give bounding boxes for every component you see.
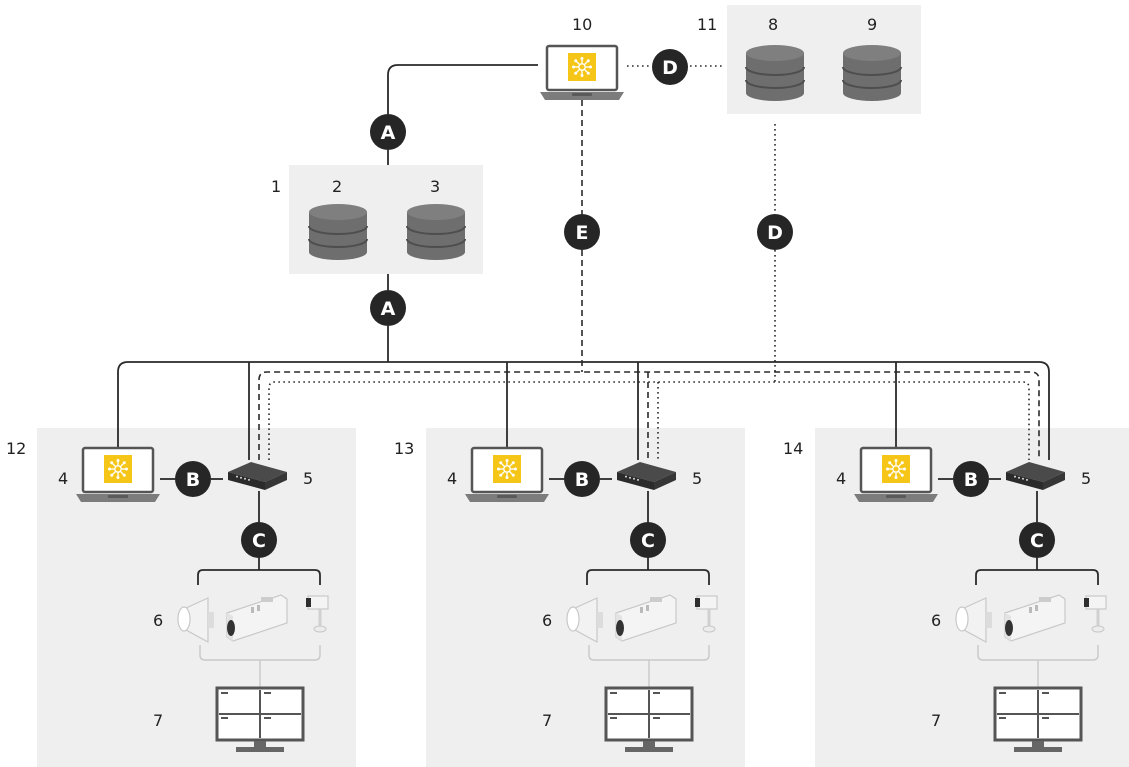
label-5: 5 [1081, 469, 1091, 488]
label-7: 7 [931, 711, 941, 730]
line-a-top [387, 64, 538, 114]
bus-solid [117, 361, 1050, 460]
label-4: 4 [58, 469, 68, 488]
bus-dashed [258, 371, 1040, 460]
label-8: 8 [768, 15, 778, 34]
label-5: 5 [303, 469, 313, 488]
badge-b: B [964, 469, 978, 491]
label-7: 7 [542, 711, 552, 730]
label-2: 2 [332, 177, 342, 196]
badge-a-bottom: A [370, 290, 406, 326]
label-6: 6 [931, 611, 941, 630]
label-9: 9 [867, 15, 877, 34]
label-6: 6 [542, 611, 552, 630]
database-icon-8 [745, 44, 805, 102]
label-5: 5 [692, 469, 702, 488]
label-11: 11 [697, 15, 717, 34]
management-laptop-icon [538, 44, 626, 102]
badge-b: B [186, 469, 200, 491]
site-14: 14 4 B 5 C 6 7 [783, 439, 1108, 754]
label-7: 7 [153, 711, 163, 730]
bus-dotted [268, 381, 1030, 460]
label-3: 3 [430, 177, 440, 196]
svg-text:D: D [662, 57, 678, 79]
site-13: 13 4 B 5 C 6 7 [394, 439, 719, 754]
badge-d-top: D [652, 49, 688, 85]
label-4: 4 [447, 469, 457, 488]
label-6: 6 [153, 611, 163, 630]
database-icon-3 [406, 203, 466, 261]
connection-lines [117, 64, 1050, 460]
badge-b: B [575, 469, 589, 491]
label-13: 13 [394, 439, 414, 458]
label-10: 10 [572, 15, 592, 34]
svg-text:A: A [381, 298, 396, 320]
badge-a-top: A [370, 114, 406, 150]
badge-d-middle: D [757, 214, 793, 250]
label-4: 4 [836, 469, 846, 488]
svg-text:E: E [576, 222, 589, 244]
database-icon-9 [842, 44, 902, 102]
badge-c: C [252, 530, 266, 552]
badge-e: E [564, 214, 600, 250]
site-12: 12 4 B 5 C 6 7 [6, 439, 330, 754]
database-icon-2 [308, 203, 368, 261]
label-14: 14 [783, 439, 803, 458]
svg-text:D: D [767, 222, 783, 244]
label-12: 12 [6, 439, 26, 458]
badge-c: C [641, 530, 655, 552]
badge-c: C [1030, 530, 1044, 552]
label-1: 1 [271, 177, 281, 196]
svg-text:A: A [381, 122, 396, 144]
